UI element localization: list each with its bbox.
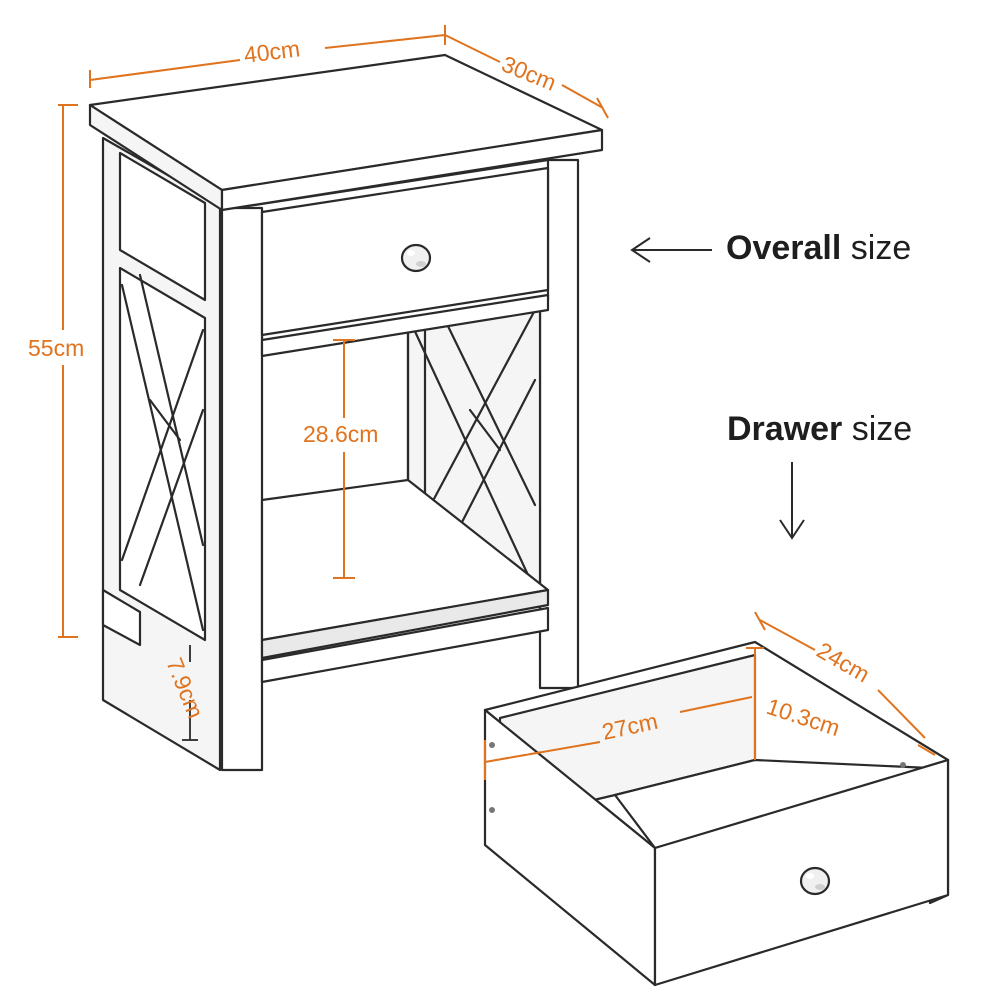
drawer-front-panel bbox=[653, 758, 950, 987]
svg-text:Drawer size: Drawer size bbox=[727, 410, 912, 448]
down-arrow-icon bbox=[779, 462, 805, 540]
overall-caption-rest: size bbox=[841, 229, 911, 267]
svg-text:Overall size: Overall size bbox=[726, 229, 911, 267]
overall-size-caption: Overall size bbox=[630, 229, 911, 267]
drawer-size-caption: Drawer size bbox=[727, 410, 912, 540]
dim-height-overall: 55cm bbox=[28, 104, 84, 638]
dim-shelf-gap: 28.6cm bbox=[303, 339, 378, 579]
dim-height-label: 55cm bbox=[28, 335, 84, 361]
drawer-illustration bbox=[483, 640, 950, 987]
drawer-knob bbox=[400, 243, 432, 273]
drawer-caption-rest: size bbox=[842, 410, 912, 448]
dim-width-label: 40cm bbox=[242, 35, 301, 68]
dim-shelf-gap-label: 28.6cm bbox=[303, 421, 378, 447]
dim-width-overall: 40cm bbox=[89, 25, 446, 88]
nightstand-illustration bbox=[88, 53, 604, 772]
drawer-knob-loose bbox=[799, 866, 831, 896]
overall-caption-bold: Overall bbox=[726, 229, 841, 267]
drawer-caption-bold: Drawer bbox=[727, 410, 842, 448]
left-arrow-icon bbox=[630, 237, 712, 263]
dim-drawer-depth-label: 24cm bbox=[813, 637, 875, 688]
left-x-brace bbox=[120, 273, 205, 632]
